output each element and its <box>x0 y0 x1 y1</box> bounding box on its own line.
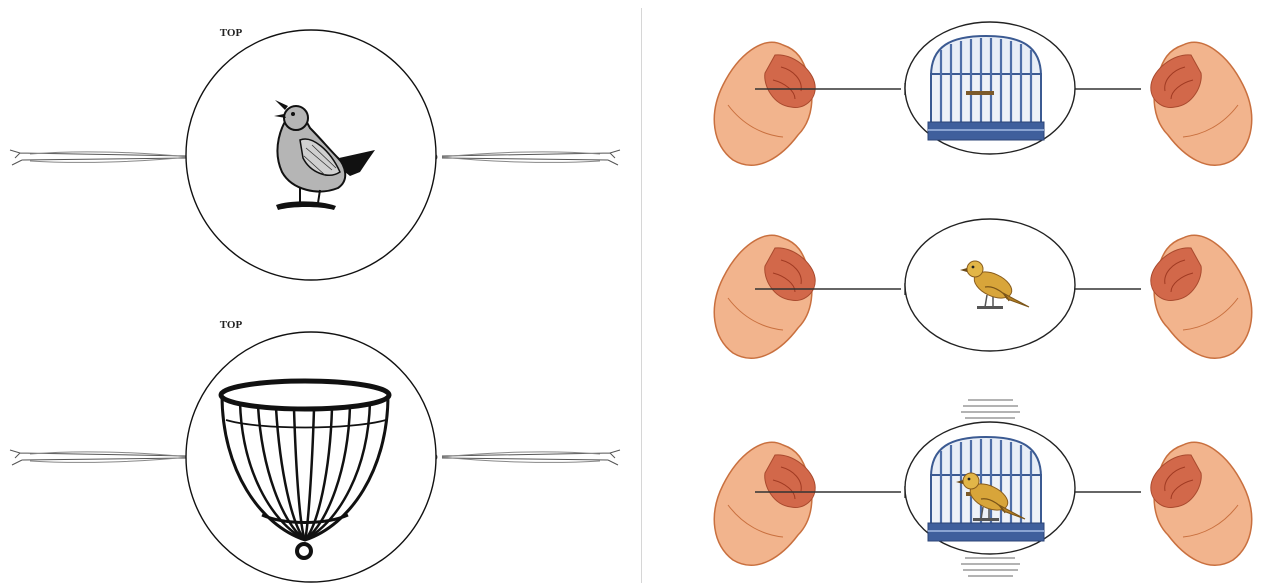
disc-cage: TOP <box>10 319 620 582</box>
right-hand <box>1151 442 1252 565</box>
thaumatrope-template-panel: TOP TOP <box>0 0 640 585</box>
demo-row-bird <box>714 219 1251 358</box>
disc-bird: TOP <box>10 27 620 280</box>
top-label: TOP <box>220 319 243 331</box>
right-hand <box>1151 235 1252 358</box>
right-string <box>431 450 620 465</box>
left-hand <box>714 442 815 565</box>
left-hand <box>714 42 815 165</box>
bird-in-cage-icon <box>928 437 1044 541</box>
left-hand <box>714 235 815 358</box>
right-string <box>431 150 620 165</box>
birdcage-icon <box>928 36 1044 140</box>
panel-divider <box>641 8 642 583</box>
demo-row-bird-in-cage <box>714 400 1251 576</box>
demo-row-cage <box>714 22 1251 165</box>
left-string <box>10 150 199 165</box>
right-hand <box>1151 42 1252 165</box>
left-string <box>10 450 199 465</box>
thaumatrope-demo-panel <box>643 0 1261 585</box>
top-label: TOP <box>220 27 243 39</box>
